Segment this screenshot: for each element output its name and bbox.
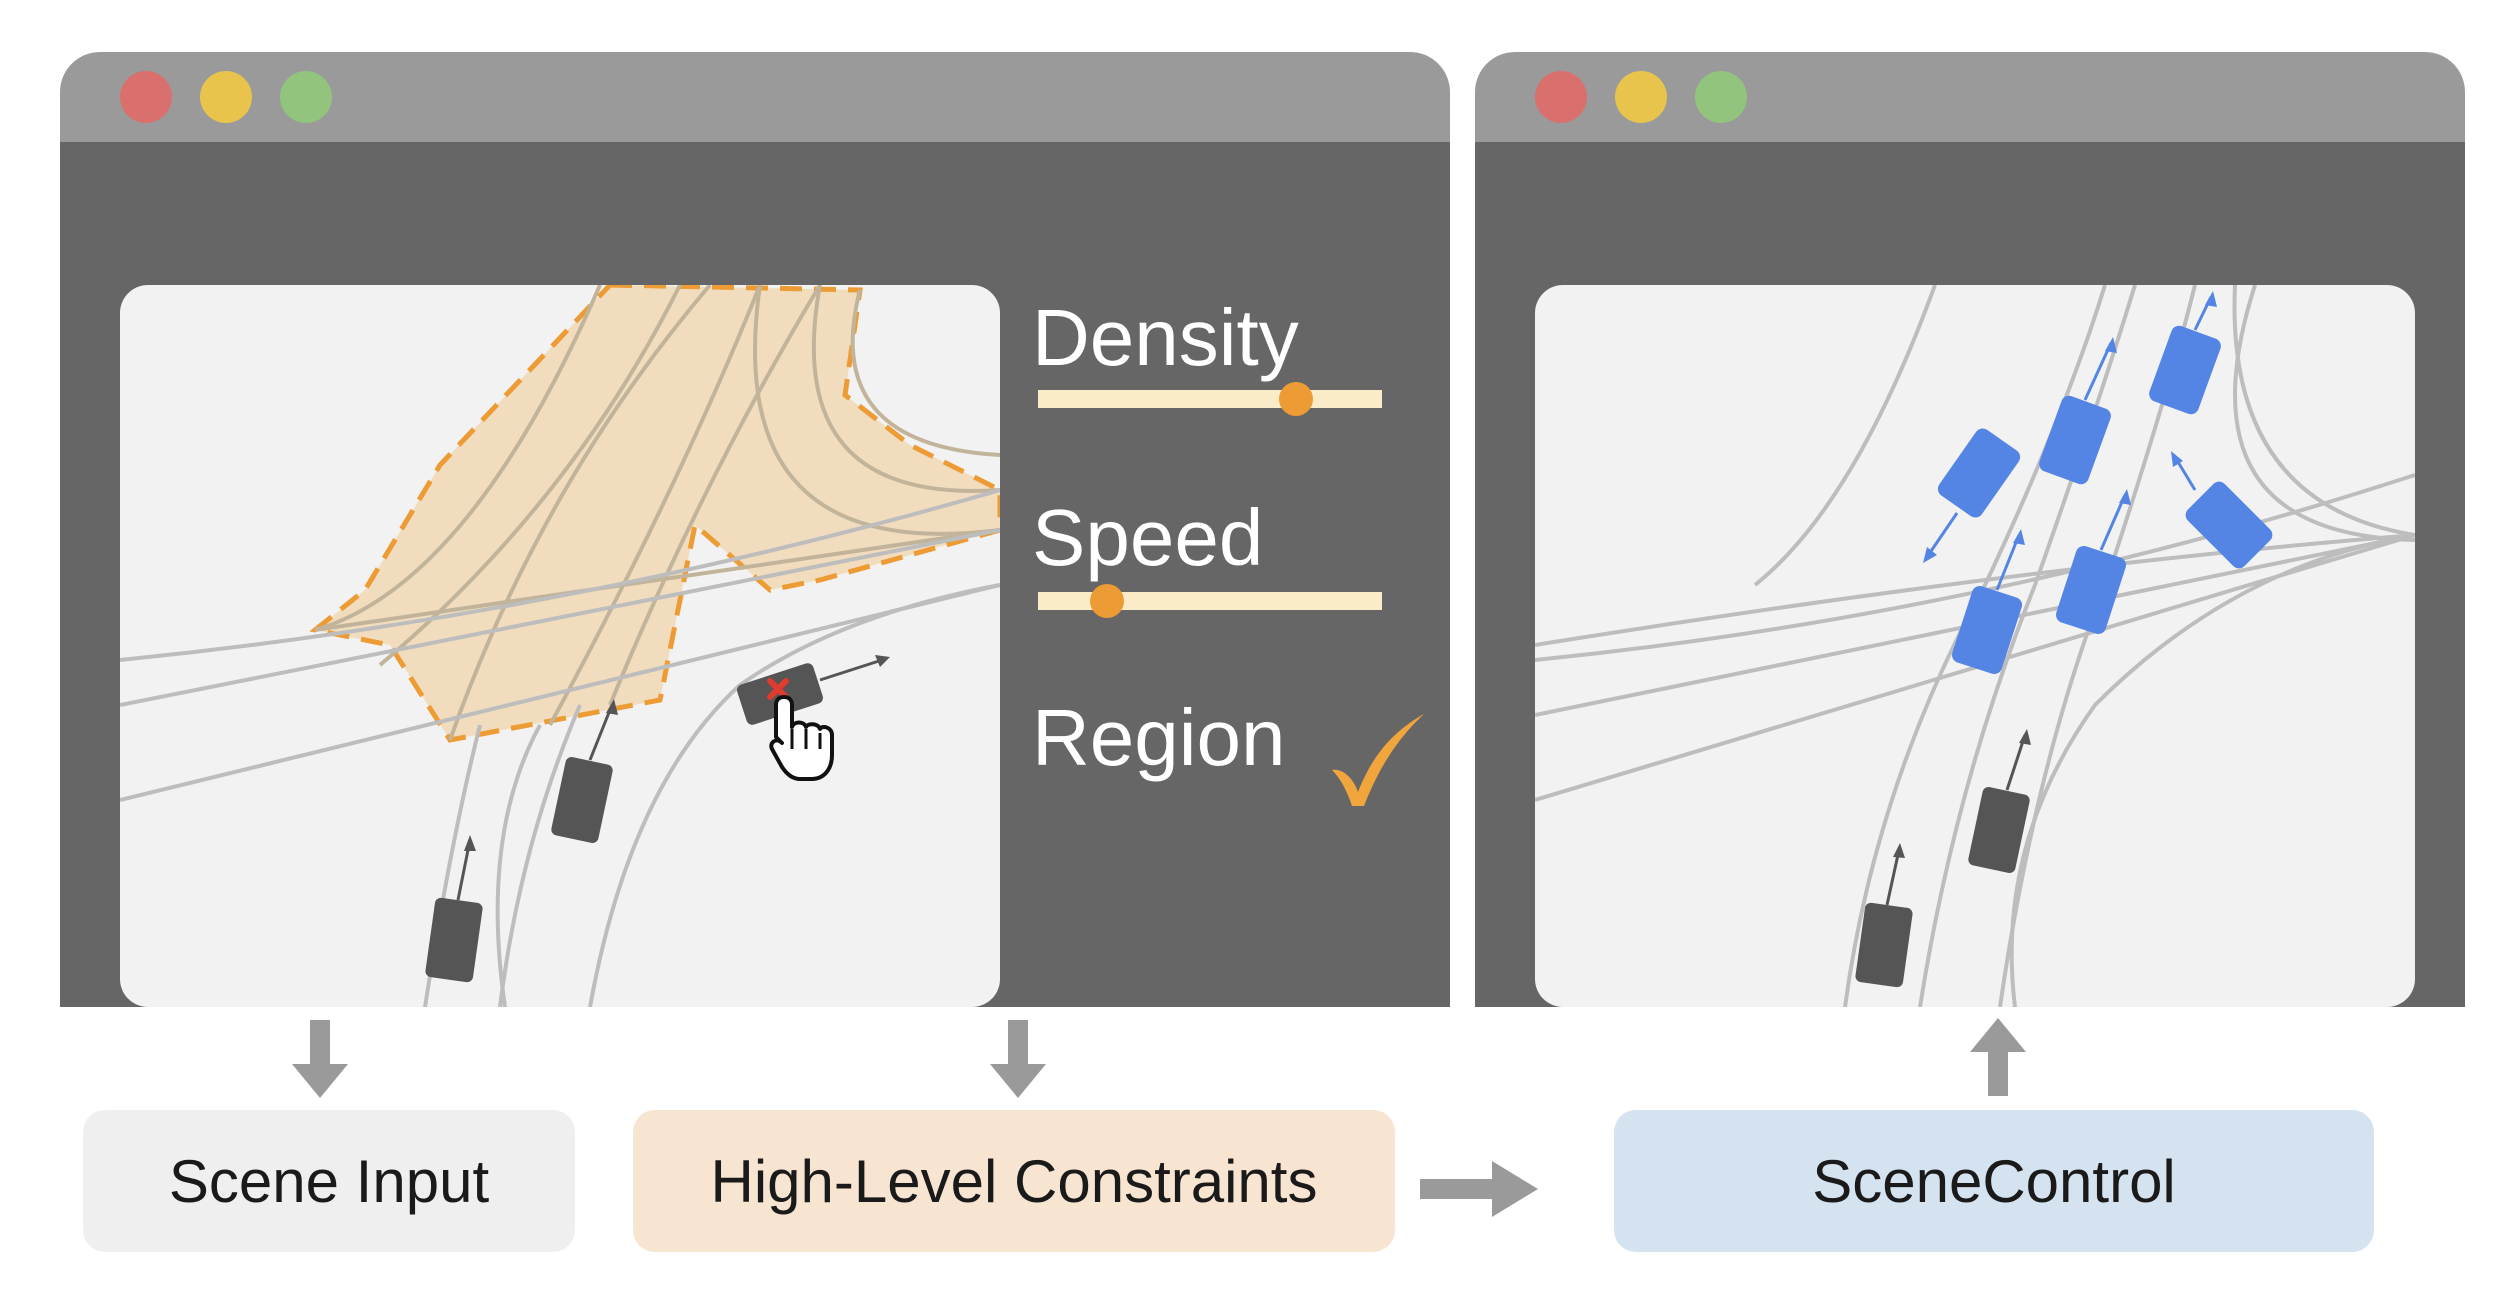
right-window-body [1475, 142, 2465, 1007]
generated-vehicle[interactable] [1950, 529, 2025, 676]
generated-vehicle[interactable] [2054, 489, 2131, 636]
vehicle[interactable] [425, 835, 484, 983]
generated-scene-map [1535, 285, 2415, 1007]
speed-slider-knob[interactable] [1089, 584, 1124, 618]
generated-vehicle[interactable] [1923, 425, 2023, 563]
red-x-icon [767, 678, 789, 700]
right-window-titlebar [1475, 52, 2465, 142]
vehicle[interactable] [550, 699, 618, 844]
checkmark-icon[interactable] [1328, 710, 1428, 810]
scenecontrol-box: SceneControl [1614, 1110, 2374, 1252]
right-arrow-icon [1420, 1161, 1538, 1217]
vehicle[interactable] [1967, 729, 2031, 874]
speed-slider[interactable] [1038, 592, 1382, 610]
generated-vehicle[interactable] [2037, 337, 2117, 486]
left-window: Density Speed Region [60, 52, 1450, 1007]
close-dot-icon[interactable] [120, 71, 172, 123]
down-arrow-icon [990, 1020, 1046, 1098]
down-arrow-icon [292, 1020, 348, 1098]
region-label: Region [1032, 693, 1286, 782]
close-dot-icon[interactable] [1535, 71, 1587, 123]
road-lanes-in-region [314, 285, 1000, 741]
hand-pointer-icon [769, 695, 834, 781]
scene-input-canvas[interactable] [120, 285, 1000, 1007]
high-level-constraints-box: High-Level Constraints [633, 1110, 1395, 1252]
left-window-titlebar [60, 52, 1450, 142]
scene-map [120, 285, 1000, 1007]
left-window-body: Density Speed Region [60, 142, 1450, 1007]
generated-vehicle[interactable] [2171, 451, 2276, 572]
speed-label: Speed [1032, 493, 1264, 582]
density-slider-knob[interactable] [1279, 382, 1313, 416]
minimize-dot-icon[interactable] [200, 71, 252, 123]
maximize-dot-icon[interactable] [280, 71, 332, 123]
right-window [1475, 52, 2465, 1007]
up-arrow-icon [1970, 1018, 2026, 1096]
scenecontrol-output-canvas[interactable] [1535, 285, 2415, 1007]
density-slider[interactable] [1038, 390, 1382, 408]
maximize-dot-icon[interactable] [1695, 71, 1747, 123]
minimize-dot-icon[interactable] [1615, 71, 1667, 123]
vehicle[interactable] [1855, 843, 1914, 988]
scene-input-box: Scene Input [83, 1110, 575, 1252]
density-label: Density [1032, 293, 1299, 382]
removed-vehicle[interactable] [735, 655, 890, 726]
generated-vehicle[interactable] [2147, 291, 2223, 416]
